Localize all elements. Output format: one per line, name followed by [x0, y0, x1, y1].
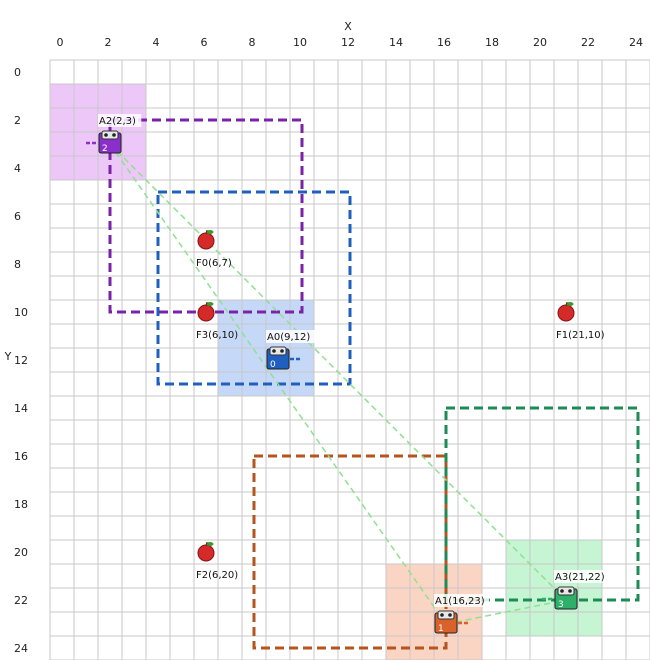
agents: 0 A0(9,12) 1 A1(16,23) 2 A2(2,3) 3 A3(21,22) — [86, 114, 610, 634]
agent-id: 0 — [270, 360, 276, 370]
food-label: F0(6,7) — [196, 258, 232, 269]
x-tick-label: 10 — [293, 36, 307, 49]
x-tick-label: 18 — [485, 36, 499, 49]
y-tick-label: 4 — [14, 162, 21, 175]
agent-2: 2 A2(2,3) — [86, 114, 142, 154]
robot-head-icon — [269, 346, 287, 356]
robot-head-icon — [101, 130, 119, 140]
agent-1: 1 A1(16,23) — [434, 594, 490, 634]
robot-eye-icon — [568, 589, 572, 593]
agent-link — [109, 143, 447, 625]
stem-icon — [565, 301, 568, 307]
agent-link — [109, 143, 567, 601]
x-tick-label: 8 — [249, 36, 256, 49]
x-tick-label: 22 — [581, 36, 595, 49]
x-tick-label: 0 — [57, 36, 64, 49]
leaf-icon — [206, 302, 214, 306]
stem-icon — [205, 301, 208, 307]
y-tick-label: 0 — [14, 66, 21, 79]
agent-label: A3(21,22) — [555, 572, 605, 583]
y-tick-label: 20 — [14, 546, 28, 559]
x-tick-label: 12 — [341, 36, 355, 49]
y-axis-title: Y — [4, 350, 12, 363]
leaf-icon — [206, 542, 214, 546]
robot-eye-icon — [104, 133, 108, 137]
agent-label: A2(2,3) — [99, 116, 136, 127]
robot-eye-icon — [280, 349, 284, 353]
stem-icon — [205, 541, 208, 547]
agent-link — [445, 599, 567, 625]
apple-icon — [197, 232, 215, 250]
sensing-box-0 — [156, 190, 352, 386]
agent-3: 3 A3(21,22) — [542, 570, 610, 610]
food-items: F0(6,7) F1(21,10) F2(6,20) F3(6,10) — [196, 229, 605, 581]
x-tick-label: 14 — [389, 36, 403, 49]
food-label: F2(6,20) — [196, 570, 238, 581]
y-tick-label: 24 — [14, 642, 28, 655]
y-tick-label: 22 — [14, 594, 28, 607]
agent-label: A0(9,12) — [267, 332, 310, 343]
robot-eye-icon — [272, 349, 276, 353]
agent-label-bg — [434, 594, 490, 607]
robot-head-icon — [437, 610, 455, 620]
food-item: F1(21,10) — [556, 301, 605, 341]
agent-label-bg — [266, 330, 316, 343]
y-tick-label: 14 — [14, 402, 28, 415]
food-item: F2(6,20) — [196, 541, 238, 581]
x-axis-title: X — [344, 20, 352, 33]
stem-icon — [205, 229, 208, 235]
robot-head-icon — [557, 586, 575, 596]
x-tick-label: 16 — [437, 36, 451, 49]
robot-eye-icon — [448, 613, 452, 617]
robot-eye-icon — [440, 613, 444, 617]
x-tick-label: 6 — [201, 36, 208, 49]
apple-icon — [557, 304, 575, 322]
x-tick-label: 4 — [153, 36, 160, 49]
x-tick-label: 20 — [533, 36, 547, 49]
y-tick-label: 16 — [14, 450, 28, 463]
apple-icon — [197, 544, 215, 562]
agent-label-bg — [98, 114, 142, 127]
food-item: F3(6,10) — [196, 301, 238, 341]
y-tick-label: 2 — [14, 114, 21, 127]
agent-links — [109, 143, 567, 625]
agent-label: A1(16,23) — [435, 596, 485, 607]
y-tick-label: 8 — [14, 258, 21, 271]
agent-id: 1 — [438, 624, 444, 634]
food-label: F1(21,10) — [556, 330, 605, 341]
food-item: F0(6,7) — [196, 229, 232, 269]
y-tick-label: 18 — [14, 498, 28, 511]
agent-0: 0 A0(9,12) — [266, 330, 316, 370]
leaf-icon — [206, 230, 214, 234]
x-tick-label: 2 — [105, 36, 112, 49]
y-tick-label: 6 — [14, 210, 21, 223]
agent-id: 3 — [558, 600, 564, 610]
robot-eye-icon — [112, 133, 116, 137]
y-tick-label: 12 — [14, 354, 28, 367]
y-tick-label: 10 — [14, 306, 28, 319]
food-label: F3(6,10) — [196, 330, 238, 341]
agent-id: 2 — [102, 144, 108, 154]
leaf-icon — [566, 302, 574, 306]
x-tick-label: 24 — [629, 36, 643, 49]
apple-icon — [197, 304, 215, 322]
agent-label-bg — [554, 570, 610, 583]
robot-eye-icon — [560, 589, 564, 593]
